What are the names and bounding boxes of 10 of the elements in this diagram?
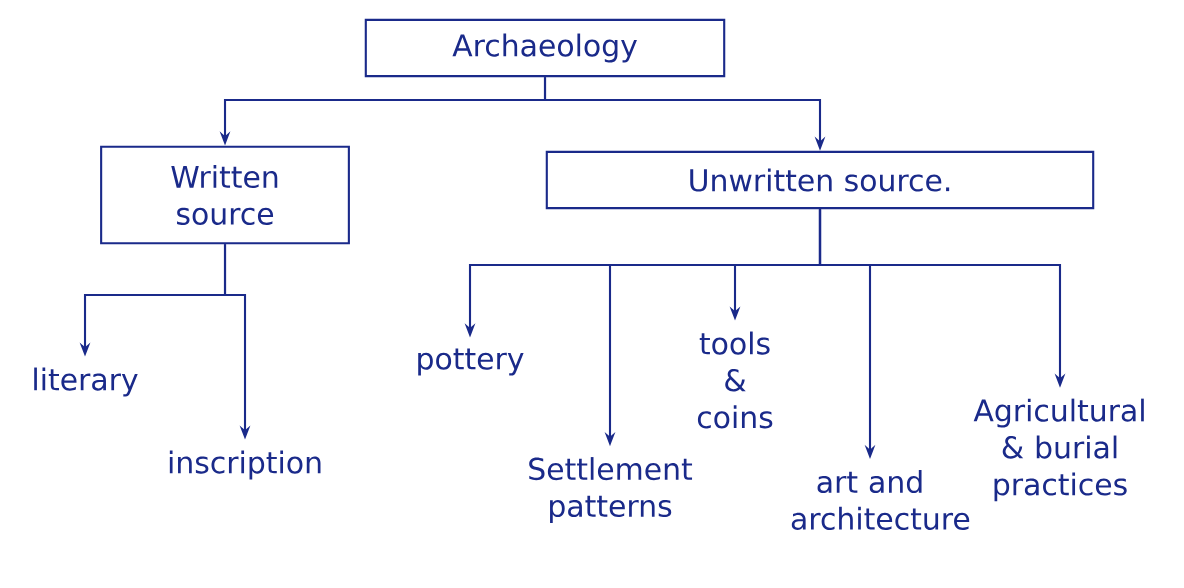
source-box: Unwritten source. [545,150,1095,210]
source-box: Written source [100,145,350,245]
branch-label: literary [34,367,138,397]
title-box: Archaeology [364,18,726,78]
branch-label: pottery [418,348,524,376]
branch-label: inscription [169,450,321,480]
branch-label: Agricultural & burial practices [973,398,1144,502]
branch-label: art and architecture [791,469,970,530]
branch-label: Settlement patterns [529,457,693,523]
branch-label: tools & coins [697,331,773,429]
